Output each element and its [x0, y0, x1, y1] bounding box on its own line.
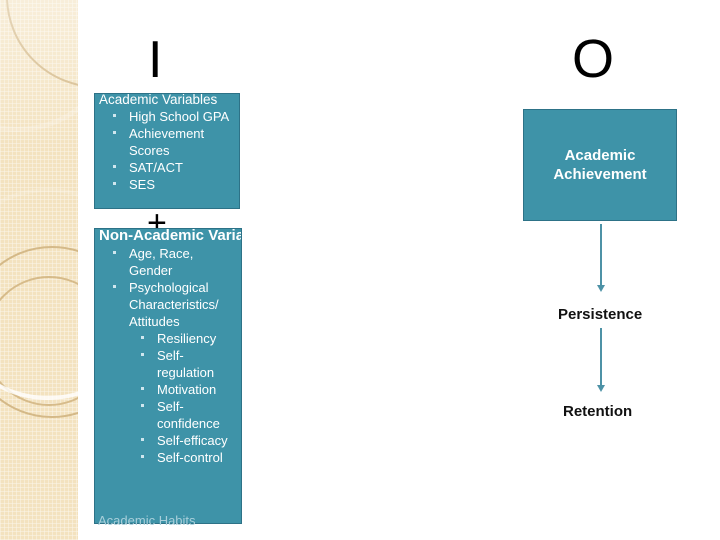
nonacademic-sub-list: Resiliency Self-regulation Motivation Se…: [123, 330, 241, 466]
academic-achievement-line-1: Academic: [564, 147, 636, 164]
list-item-label: Self-control: [157, 450, 223, 465]
list-item-label: Self-regulation: [157, 348, 215, 380]
list-item: SAT/ACT: [113, 159, 235, 176]
bullet-icon: [141, 336, 144, 339]
bullet-icon: [141, 353, 144, 356]
nonacademic-variables-title: Non-Academic Variables: [99, 228, 241, 244]
academic-achievement-line-2: Achievement: [553, 166, 647, 183]
list-item: Motivation: [141, 381, 237, 398]
list-item: Self-regulation: [141, 347, 237, 381]
nonacademic-variables-list: Age, Race, Gender Psychological Characte…: [95, 245, 241, 330]
academic-achievement-box: Academic Achievement: [523, 109, 677, 221]
nonacademic-sub-list-wrap: Resiliency Self-regulation Motivation Se…: [95, 330, 241, 466]
bullet-icon: [113, 182, 116, 185]
academic-variables-title: Academic Variables: [99, 93, 218, 107]
list-item: Resiliency: [141, 330, 237, 347]
persistence-label: Persistence: [558, 306, 643, 323]
nonacademic-variables-box: Non-Academic Variables Age, Race, Gender…: [94, 228, 242, 524]
list-item-label: Achievement Scores: [129, 126, 205, 158]
list-item-label: Psychological Characteristics/ Attitudes: [129, 280, 219, 329]
list-item-label: Age, Race, Gender: [129, 246, 194, 278]
bar-glyph-icon: I: [148, 31, 163, 89]
sidebar-arc-tan-lower-inner: [0, 276, 78, 406]
bullet-icon: [141, 438, 144, 441]
bullet-icon: [113, 165, 116, 168]
academic-achievement-label: Academic Achievement: [553, 146, 646, 184]
list-item-label: SES: [129, 177, 156, 192]
list-item-label: SAT/ACT: [129, 160, 183, 175]
list-item: Psychological Characteristics/ Attitudes: [113, 279, 237, 330]
nonacademic-clipped-overflow: Academic Habits: [98, 513, 196, 528]
list-item: High School GPA: [113, 108, 235, 125]
bullet-icon: [113, 251, 116, 254]
list-item: SES: [113, 176, 235, 193]
retention-label: Retention: [563, 403, 633, 420]
circle-glyph-icon: O: [572, 29, 615, 89]
list-item: Self-confidence: [141, 398, 237, 432]
list-item-label: Motivation: [157, 382, 217, 397]
list-item: Age, Race, Gender: [113, 245, 237, 279]
list-item-label: Resiliency: [157, 331, 217, 346]
list-item-label: Self-confidence: [157, 399, 220, 431]
bullet-icon: [113, 114, 116, 117]
sidebar-arc-tan-lower-outer: [0, 246, 78, 418]
academic-variables-box: Academic Variables High School GPA Achie…: [94, 93, 240, 209]
bullet-icon: [141, 455, 144, 458]
arrow-persistence-to-retention-icon: [597, 328, 605, 392]
sidebar-arc-white-lower: [0, 177, 78, 411]
bullet-icon: [113, 131, 116, 134]
bullet-icon: [113, 285, 116, 288]
list-item-label: High School GPA: [129, 109, 230, 124]
sidebar-highlight-wash: [0, 0, 78, 150]
arrow-achievement-to-persistence-icon: [597, 224, 605, 292]
decorative-sidebar: [0, 0, 78, 540]
bullet-icon: [141, 404, 144, 407]
list-item: Self-efficacy: [141, 432, 237, 449]
bullet-icon: [141, 387, 144, 390]
list-item: Self-control: [141, 449, 237, 466]
list-item: Achievement Scores: [113, 125, 235, 159]
list-item-label: Self-efficacy: [157, 433, 228, 448]
academic-variables-list: High School GPA Achievement Scores SAT/A…: [95, 108, 239, 193]
